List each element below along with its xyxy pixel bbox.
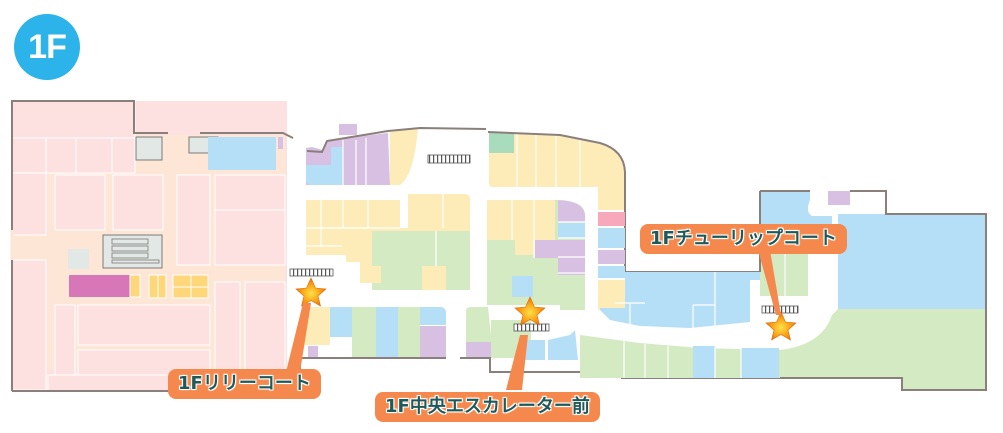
anchor-store-west[interactable]	[10, 100, 294, 392]
escalator-icon	[289, 268, 334, 277]
marker-central[interactable]	[513, 296, 550, 332]
star-icon	[514, 296, 546, 326]
east-wing[interactable]	[759, 190, 987, 391]
callout-central-escalator[interactable]: 1F中央エスカレーター前	[375, 392, 600, 422]
escalator-icon	[513, 323, 550, 332]
callout-pointer-central	[506, 335, 528, 390]
floor-badge: 1F	[14, 14, 80, 80]
marker-lily[interactable]	[289, 268, 334, 307]
callout-pointer-tulip	[758, 250, 781, 315]
central-mall[interactable]	[299, 124, 780, 379]
callout-pointer-lily	[286, 303, 311, 372]
callout-tulip-court[interactable]: 1Fチューリップコート	[640, 224, 847, 254]
star-icon	[765, 311, 797, 341]
star-icon	[295, 277, 327, 307]
callout-lily-court[interactable]: 1Fリリーコート	[168, 369, 321, 399]
